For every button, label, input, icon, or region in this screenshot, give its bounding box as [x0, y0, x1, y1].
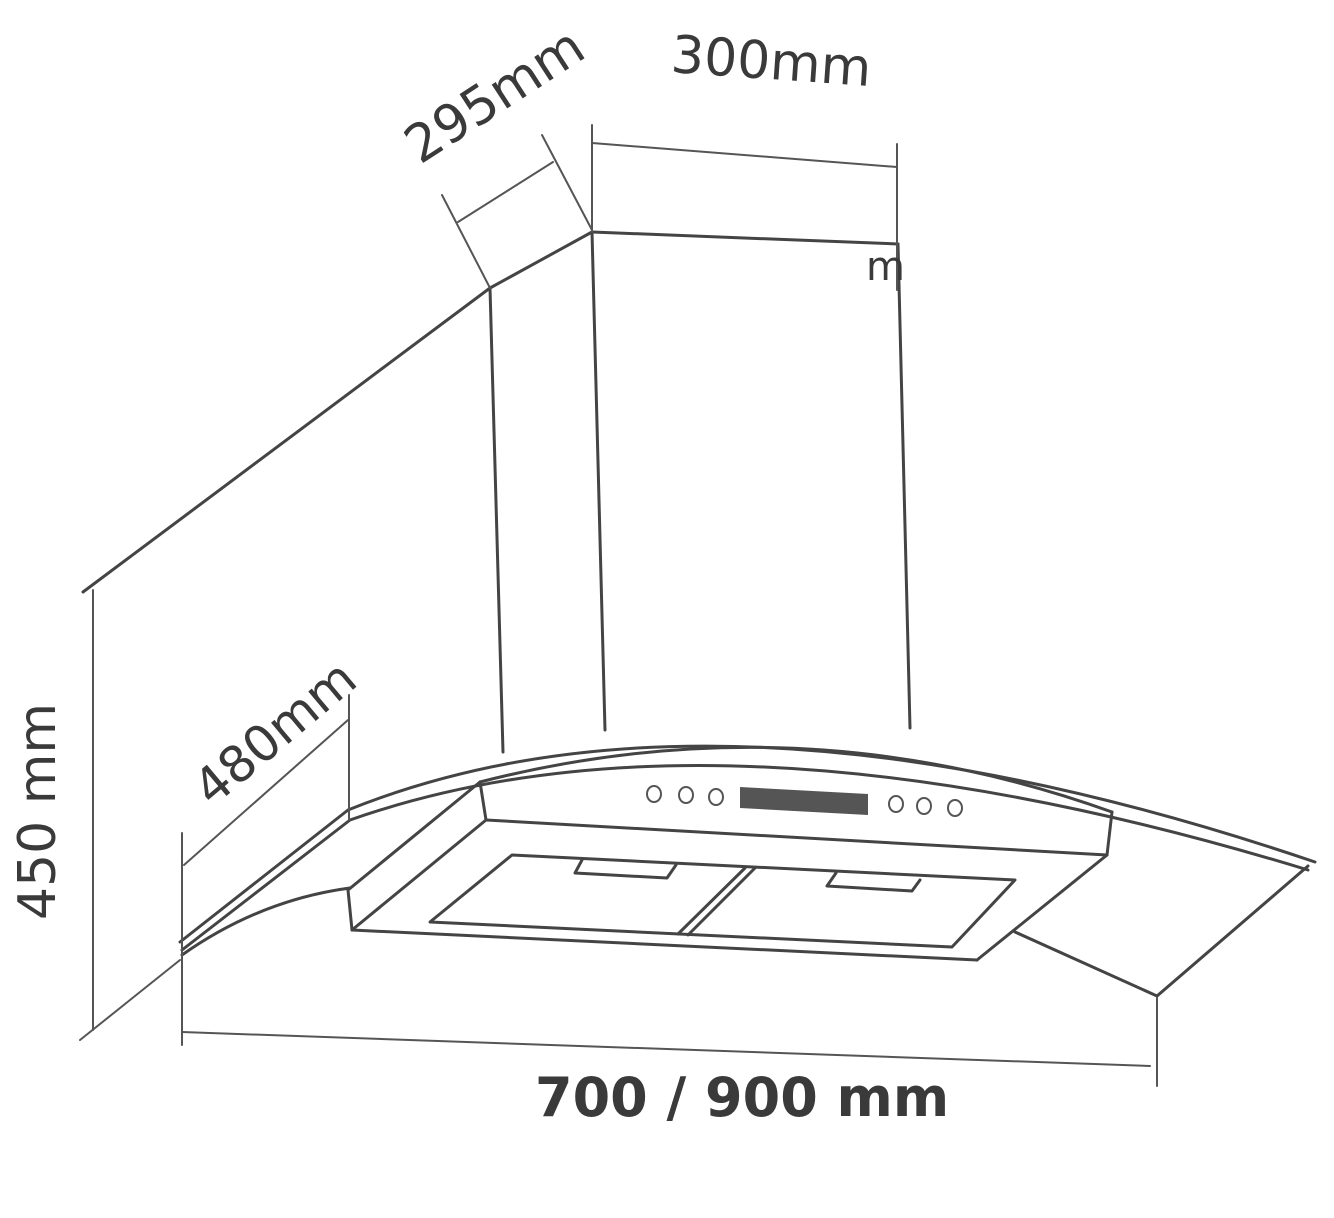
control-button-icon[interactable] — [916, 797, 932, 815]
control-button-icon[interactable] — [947, 799, 963, 817]
chimney-depth-label: 295mm — [394, 16, 595, 176]
hood-width-label: 700 / 900 mm — [535, 1066, 949, 1129]
chimney — [488, 230, 912, 754]
control-button-icon[interactable] — [646, 785, 662, 803]
control-button-icon[interactable] — [708, 788, 724, 806]
chimney-width-label: 300mm — [669, 25, 873, 99]
chimney-dimension-lines — [441, 124, 898, 291]
control-button-icon[interactable] — [888, 795, 904, 813]
hood-height-label: 450 mm — [8, 703, 68, 920]
control-button-icon[interactable] — [678, 786, 694, 804]
hood-depth-dimension — [181, 694, 350, 1046]
glass-canopy — [178, 744, 1317, 998]
hood-depth-label: 480mm — [182, 649, 367, 817]
grease-filters — [428, 853, 1017, 949]
hood-width-dimension — [181, 997, 1158, 1087]
stray-mark: m — [866, 244, 905, 290]
control-panel — [646, 785, 963, 817]
display-panel — [740, 787, 868, 815]
wall-outline — [79, 286, 492, 1041]
hood-body — [346, 745, 1114, 962]
